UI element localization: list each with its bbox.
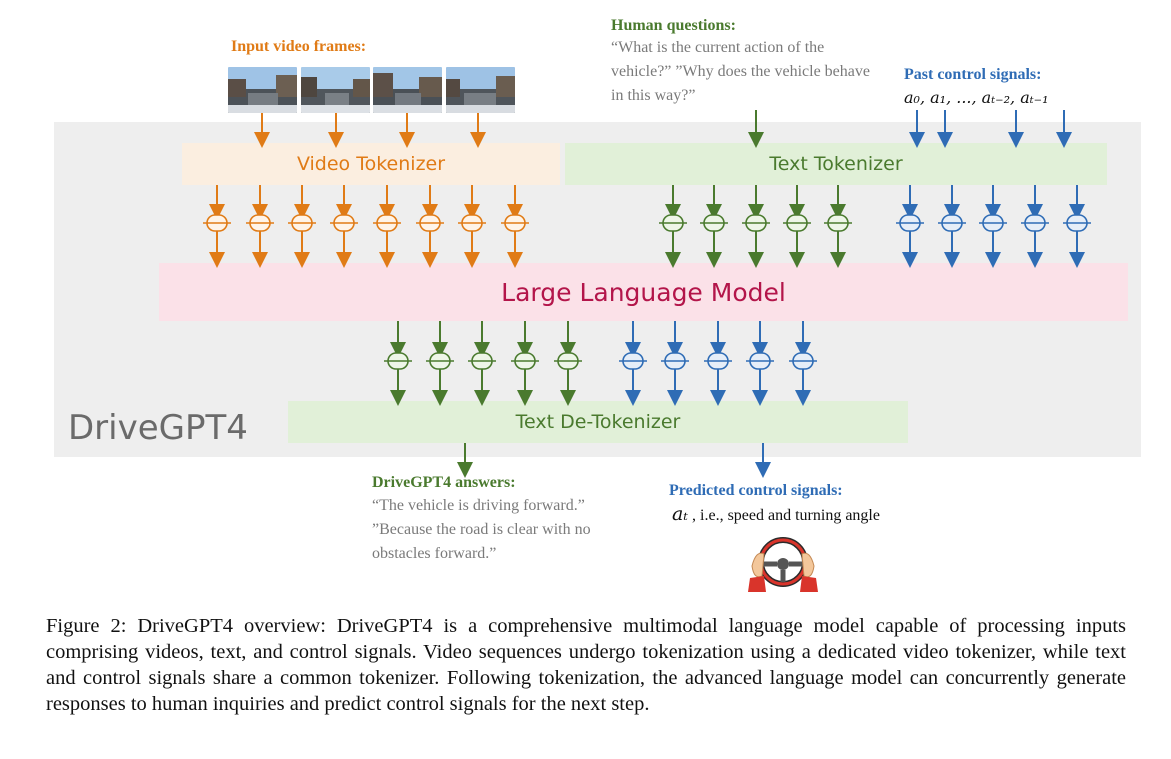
past-control-label: Past control signals:: [904, 66, 1042, 83]
past-control-math: a₀, a₁, ..., aₜ₋₂, aₜ₋₁: [904, 88, 1049, 107]
video-frame-3: [373, 67, 442, 113]
answers-label: DriveGPT4 answers:: [372, 474, 516, 491]
text-tokenizer: Text Tokenizer: [565, 143, 1107, 185]
answers-text: “The vehicle is driving forward.” ”Becau…: [372, 497, 591, 562]
steering-wheel-icon: [744, 536, 822, 592]
input-video-label: Input video frames:: [231, 38, 367, 55]
text-detokenizer: Text De-Tokenizer: [288, 401, 908, 443]
video-frame-2: [301, 67, 370, 113]
predicted-control-line: aₜ , i.e., speed and turning angle: [672, 503, 880, 525]
human-questions-label: Human questions:: [611, 17, 736, 34]
predicted-control-desc: , i.e., speed and turning angle: [688, 507, 880, 524]
video-tokenizer: Video Tokenizer: [182, 143, 560, 185]
predicted-control-label: Predicted control signals:: [669, 482, 843, 499]
large-language-model: Large Language Model: [159, 263, 1128, 321]
human-questions-text: “What is the current action of the vehic…: [611, 39, 870, 104]
predicted-control-math: aₜ: [672, 503, 689, 525]
figure-caption: Figure 2: DriveGPT4 overview: DriveGPT4 …: [46, 615, 1126, 715]
drivegpt4-brand: DriveGPT4: [68, 408, 248, 448]
video-frame-4: [446, 67, 515, 113]
video-frame-1: [228, 67, 297, 113]
